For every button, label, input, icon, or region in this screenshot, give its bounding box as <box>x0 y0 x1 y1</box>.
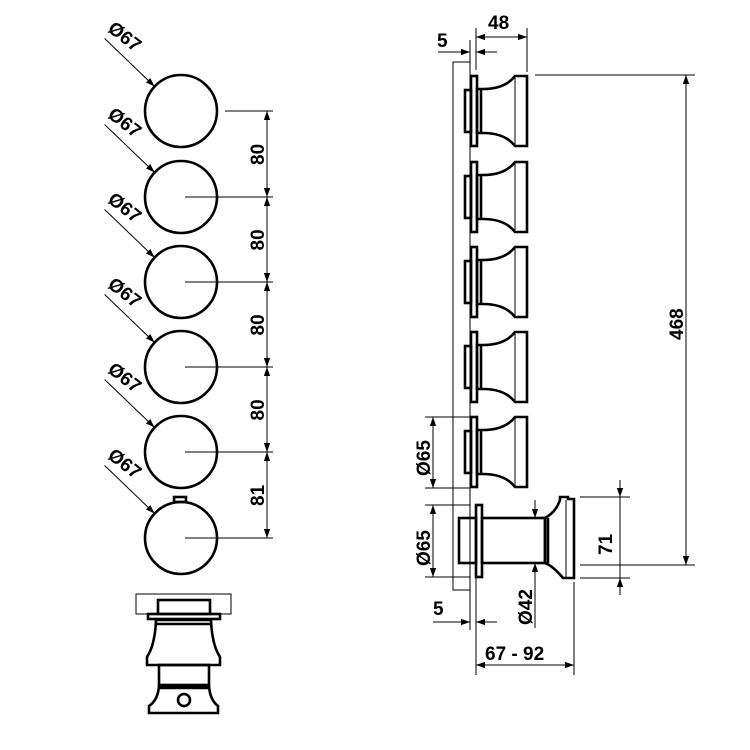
knob-section-view <box>135 593 232 715</box>
dim-wall-offset-top: 5 <box>437 31 448 52</box>
knob-side-profile <box>463 160 529 234</box>
dim-knob-diameter: Ø67 <box>104 359 145 398</box>
dim-knob-spacing: 80 <box>248 314 269 335</box>
dim-knob-diameter: Ø67 <box>104 18 145 57</box>
knob-side-profile <box>463 245 529 319</box>
side-view <box>463 74 529 489</box>
diameter-leader <box>104 209 155 258</box>
side-dimensions: 48 5 468 71 Ø65 Ø65 Ø42 <box>414 13 695 675</box>
knob-side-profile <box>463 330 529 404</box>
dim-knob-spacing: 80 <box>248 399 269 420</box>
dim-knob-spacing: 80 <box>248 229 269 250</box>
dim-diverter-depth: 67 - 92 <box>485 644 544 665</box>
dim-plate-diameter-2: Ø65 <box>414 530 435 566</box>
dim-knob-diameter: Ø67 <box>104 189 145 228</box>
indicator-nub <box>172 495 188 504</box>
knob-front-circle <box>143 73 219 149</box>
dim-plate-diameter-1: Ø65 <box>414 440 435 476</box>
dim-knob-diameter: Ø67 <box>104 445 145 484</box>
diameter-leader <box>104 294 155 343</box>
diameter-leader <box>104 38 155 87</box>
diameter-leader <box>104 124 155 173</box>
wall-section <box>452 61 471 591</box>
dim-knob-diameter: Ø67 <box>104 104 145 143</box>
knob-side-profile <box>463 74 529 148</box>
dim-diverter-height: 71 <box>596 533 617 555</box>
diameter-leader <box>104 379 155 428</box>
dim-wall-offset-bottom: 5 <box>433 599 444 620</box>
diameter-leader <box>104 465 155 514</box>
dim-stem-diameter: Ø42 <box>516 589 537 625</box>
dim-overall-height: 468 <box>667 308 688 340</box>
dim-knob-spacing: 81 <box>248 484 269 506</box>
diverter-knob <box>457 495 576 580</box>
dim-knob-diameter: Ø67 <box>104 274 145 313</box>
dim-knob-spacing: 80 <box>248 144 269 165</box>
dim-knob-depth: 48 <box>488 13 509 34</box>
knob-side-profile <box>463 415 529 489</box>
